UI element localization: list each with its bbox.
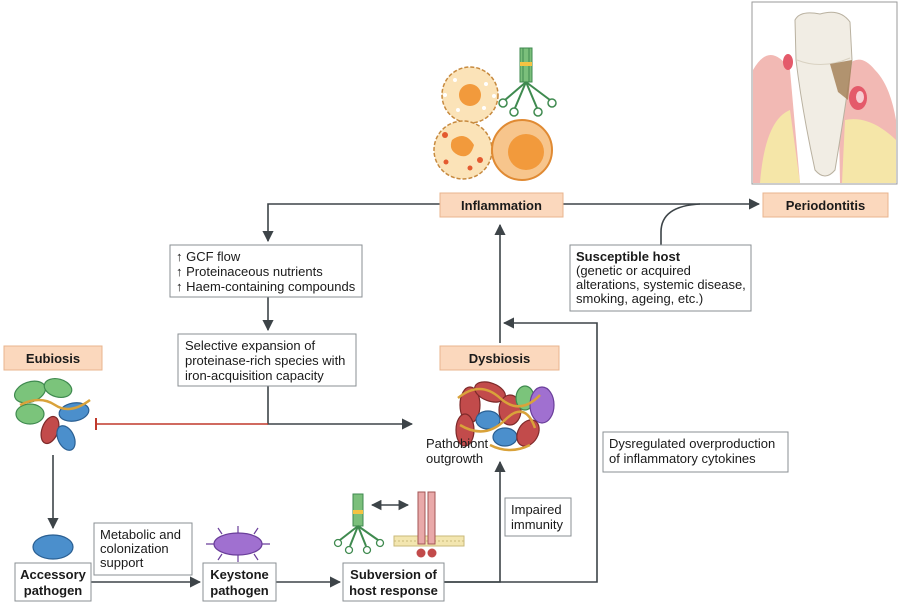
box-metabolic-support: Metabolic and colonization support [93, 522, 193, 576]
susceptible-line-3: smoking, ageing, etc.) [576, 291, 703, 306]
box-susceptible-host: Susceptible host (genetic or acquired al… [569, 244, 752, 312]
connectors [47, 198, 761, 588]
susceptible-line-1: (genetic or acquired [576, 263, 691, 278]
selective-line-3: iron-acquisition capacity [185, 368, 324, 383]
box-selective-expansion: Selective expansion of proteinase-rich s… [177, 333, 357, 387]
subversion-line-1: Subversion of [350, 567, 437, 582]
box-gcf-flow: ↑ GCF flow ↑ Proteinaceous nutrients ↑ H… [169, 244, 363, 298]
node-accessory-pathogen: Accessory pathogen [14, 562, 92, 602]
dysbiosis-label: Dysbiosis [469, 351, 530, 366]
tooth-with-gum-illustration [751, 1, 898, 185]
selective-line-1: Selective expansion of [185, 338, 315, 353]
node-inflammation: Inflammation [439, 192, 564, 218]
keystone-bacterium-icon [206, 526, 270, 562]
node-eubiosis: Eubiosis [3, 345, 103, 371]
gcf-line-3: ↑ Haem-containing compounds [176, 279, 356, 294]
metabolic-line-2: colonization [100, 541, 169, 556]
accessory-line-2: pathogen [24, 583, 83, 598]
gcf-line-1: ↑ GCF flow [176, 249, 241, 264]
bacteria-cluster-illustration [455, 381, 555, 452]
subversion-line-2: host response [349, 583, 438, 598]
susceptible-title: Susceptible host [576, 249, 681, 264]
impaired-line-2: immunity [511, 517, 564, 532]
susceptible-line-2: alterations, systemic disease, [576, 277, 746, 292]
metabolic-line-1: Metabolic and [100, 527, 181, 542]
node-subversion-host-response: Subversion of host response [342, 562, 445, 602]
pathobiont-line-2: outgrowth [426, 451, 483, 466]
selective-line-2: proteinase-rich species with [185, 353, 345, 368]
periodontitis-label: Periodontitis [786, 198, 865, 213]
node-keystone-pathogen: Keystone pathogen [202, 562, 277, 602]
receptor-crosstalk-illustration [333, 491, 465, 558]
node-periodontitis: Periodontitis [762, 192, 889, 218]
accessory-bacterium-icon [32, 534, 74, 560]
gcf-line-2: ↑ Proteinaceous nutrients [176, 264, 323, 279]
keystone-line-1: Keystone [210, 567, 269, 582]
box-impaired-immunity: Impaired immunity [504, 497, 572, 537]
metabolic-line-3: support [100, 555, 144, 570]
dysregulated-line-1: Dysregulated overproduction [609, 436, 775, 451]
dysregulated-line-2: of inflammatory cytokines [609, 451, 756, 466]
node-dysbiosis: Dysbiosis [439, 345, 560, 371]
eubiosis-label: Eubiosis [26, 351, 80, 366]
inflammation-label: Inflammation [461, 198, 542, 213]
immune-cells-illustration [433, 47, 557, 181]
accessory-line-1: Accessory [20, 567, 87, 582]
pathobiont-line-1: Pathobiont [426, 436, 489, 451]
box-dysregulated-cytokines: Dysregulated overproduction of inflammat… [602, 431, 789, 473]
eubiosis-bacteria-illustration [13, 377, 91, 451]
keystone-line-2: pathogen [210, 583, 269, 598]
impaired-line-1: Impaired [511, 502, 562, 517]
